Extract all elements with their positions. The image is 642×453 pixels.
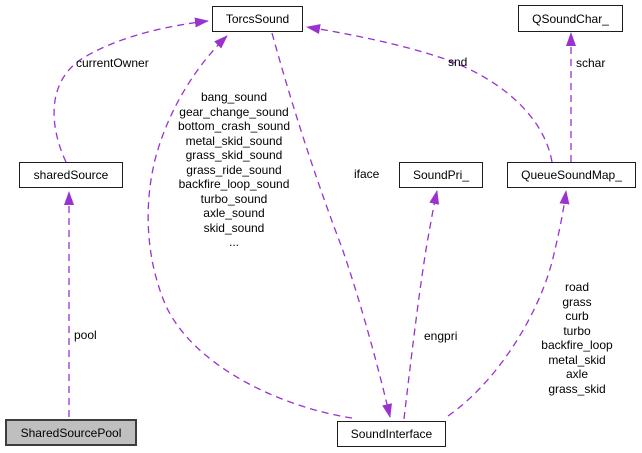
edge-label-sound-members: bang_sound gear_change_sound bottom_cras… — [177, 90, 291, 249]
edge-label-engpri: engpri — [424, 329, 458, 343]
node-sharedsource[interactable]: sharedSource — [19, 162, 123, 188]
node-soundpri[interactable]: SoundPri_ — [399, 162, 483, 188]
edge-snd — [306, 24, 553, 163]
node-queuesoundmap[interactable]: QueueSoundMap_ — [507, 162, 636, 188]
node-sharedsourcepool: SharedSourcePool — [5, 419, 137, 446]
node-qsoundchar[interactable]: QSoundChar_ — [518, 5, 623, 32]
edge-engpri — [403, 190, 440, 420]
edge-label-snd: snd — [448, 55, 468, 69]
node-soundinterface[interactable]: SoundInterface — [337, 421, 446, 447]
edge-label-pool: pool — [74, 328, 97, 342]
edge-label-currentowner: currentOwner — [76, 56, 149, 70]
edge-label-iface: iface — [354, 167, 380, 181]
node-torcssound[interactable]: TorcsSound — [212, 6, 303, 32]
edge-label-schar: schar — [576, 56, 606, 70]
edge-label-map-members: road grass curb turbo backfire_loop meta… — [541, 280, 613, 396]
